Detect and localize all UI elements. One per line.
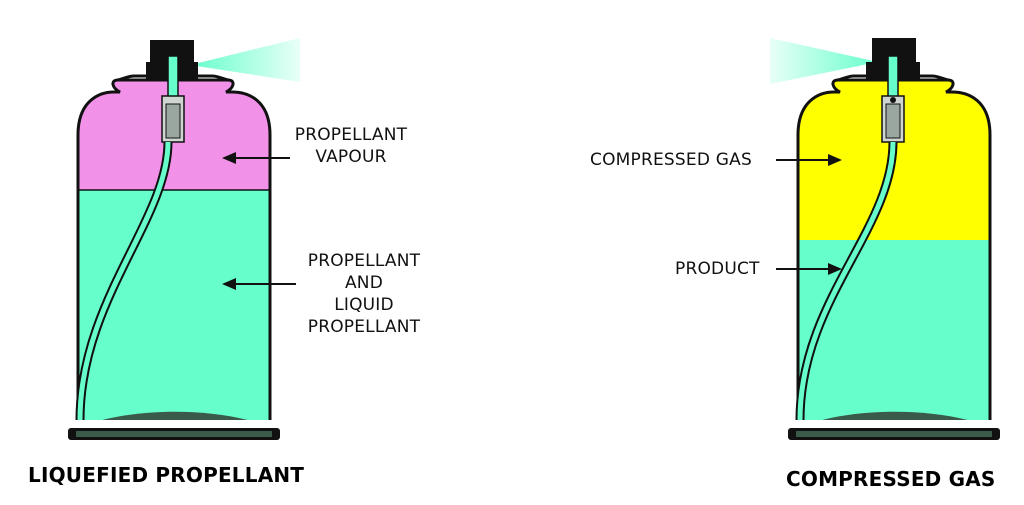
liquid-label-line: PROPELLANT xyxy=(307,251,421,271)
left-spray xyxy=(190,38,300,82)
liquid-label-line: LIQUID xyxy=(334,295,394,315)
right-valve-stem xyxy=(887,55,899,101)
vapour-label-line: PROPELLANT xyxy=(294,125,408,145)
compressed-gas-label: COMPRESSED GAS xyxy=(590,150,752,170)
right-can xyxy=(770,38,1000,440)
gas-arrow xyxy=(776,154,842,166)
liquid-label-line: PROPELLANT xyxy=(307,317,421,337)
left-bottom-dome xyxy=(78,411,270,420)
right-caption: COMPRESSED GAS xyxy=(786,467,996,491)
liquid-label: PROPELLANT AND LIQUID PROPELLANT xyxy=(300,250,428,338)
liquid-label-line: AND xyxy=(344,273,384,293)
product-arrow xyxy=(776,263,842,275)
left-caption: LIQUEFIED PROPELLANT xyxy=(28,463,305,487)
vapour-label: PROPELLANT VAPOUR xyxy=(290,124,412,168)
right-bottom-dome xyxy=(798,411,990,420)
product-label: PRODUCT xyxy=(675,259,760,279)
liquid-arrow xyxy=(222,278,296,290)
left-valve-stem xyxy=(167,55,179,101)
right-spray xyxy=(770,38,878,84)
left-can xyxy=(68,38,300,440)
vapour-arrow xyxy=(222,152,290,164)
vapour-label-line: VAPOUR xyxy=(315,147,387,167)
